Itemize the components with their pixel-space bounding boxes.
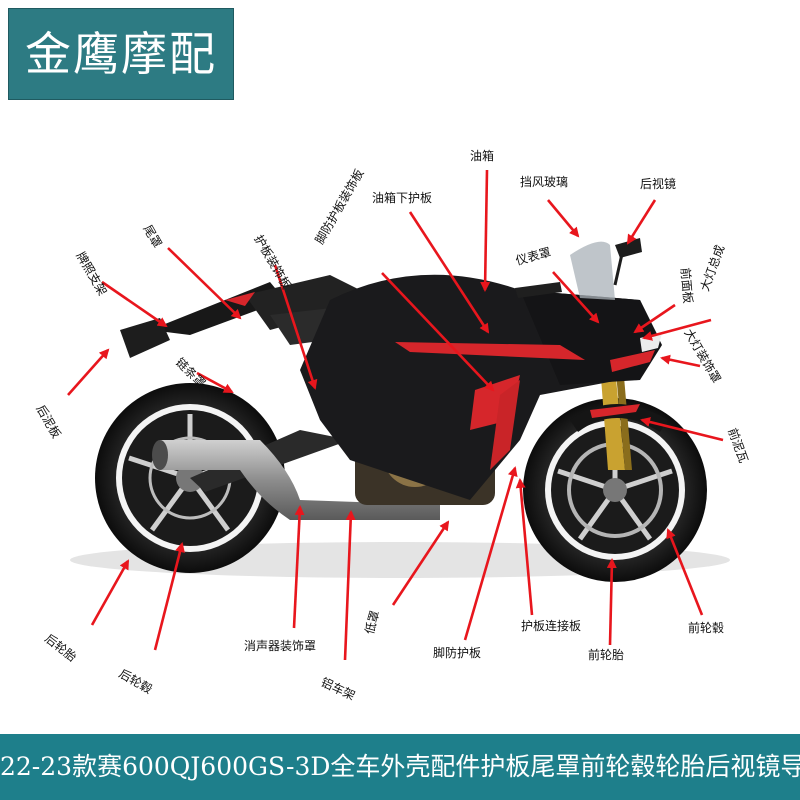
arrow-front-panel [633, 303, 676, 334]
label-windshield: 挡风玻璃 [520, 175, 568, 189]
arrow-tank-lower-panel [408, 211, 490, 334]
footer-banner: 22-23款赛600QJ600GS-3D全车外壳配件护板尾罩前轮毂轮胎后视镜导流… [0, 734, 800, 800]
arrow-dash-cover [552, 271, 600, 324]
label-panel-connector: 护板连接板 [521, 618, 581, 633]
label-headlight-assy: 大灯总成 [698, 243, 728, 293]
label-panel-trim: 护板装饰板 [251, 233, 293, 292]
label-front-panel: 前面板 [678, 267, 696, 304]
brand-title: 金鹰摩配 [25, 27, 217, 81]
arrow-front-hub [666, 528, 704, 616]
label-rear-tire: 后轮胎 [42, 631, 79, 664]
arrow-foot-guard [463, 466, 518, 641]
arrow-front-mudguard [640, 417, 724, 442]
callout-muffler-trim: 消声器装饰罩 [244, 505, 316, 653]
arrow-rear-mudguard [67, 348, 110, 396]
arrow-muffler-trim [292, 505, 305, 629]
label-muffler-trim: 消声器装饰罩 [244, 639, 316, 653]
label-front-tire: 前轮胎 [588, 647, 624, 662]
arrow-panel-connector [515, 478, 534, 616]
label-front-hub: 前轮毂 [688, 620, 724, 635]
callout-fuel-tank: 油箱 [470, 148, 494, 292]
label-headlight-trim: 大灯装饰罩 [681, 327, 723, 386]
arrow-tail-cover [167, 247, 242, 320]
arrow-rear-tire [90, 559, 130, 626]
arrow-fuel-tank [480, 169, 491, 292]
callout-headlight-trim: 大灯装饰罩 [660, 327, 724, 386]
label-foot-guard-trim: 脚防护板装饰板 [312, 166, 367, 246]
callout-tail-cover: 尾罩 [140, 223, 242, 320]
label-tank-lower-panel: 油箱下护板 [372, 190, 432, 205]
arrow-panel-trim [273, 264, 318, 390]
label-rear-mirror: 后视镜 [640, 176, 676, 191]
callout-front-hub: 前轮毂 [666, 528, 724, 635]
callout-rear-tire: 后轮胎 [42, 559, 130, 665]
callout-lower-cover: 低罩 [362, 520, 450, 636]
motorcycle-illustration [70, 238, 730, 582]
arrow-license-bracket [101, 280, 168, 328]
arrow-chain-guard [196, 371, 234, 394]
arrow-headlight-trim [660, 354, 701, 368]
label-front-mudguard: 前泥瓦 [725, 426, 751, 465]
callout-aluminum-frame: 铝车架 [319, 510, 358, 703]
brand-box: 金鹰摩配 [8, 8, 234, 100]
label-foot-guard: 脚防护板 [433, 645, 481, 660]
label-lower-cover: 低罩 [362, 609, 382, 636]
callout-tank-lower-panel: 油箱下护板 [372, 190, 490, 334]
arrow-rear-mirror [626, 199, 657, 245]
label-dash-cover: 仪表罩 [514, 245, 552, 268]
front-wheel [523, 398, 707, 582]
callout-foot-guard: 脚防护板 [433, 466, 518, 660]
arrow-headlight-assy [642, 318, 712, 341]
arrow-windshield [547, 199, 580, 238]
callout-windshield: 挡风玻璃 [520, 175, 580, 238]
footer-title: 22-23款赛600QJ600GS-3D全车外壳配件护板尾罩前轮毂轮胎后视镜导流… [0, 752, 800, 781]
label-tail-cover: 尾罩 [140, 223, 164, 251]
callout-license-bracket: 牌照支架 [73, 250, 168, 328]
arrow-front-tire [606, 558, 617, 646]
label-rear-mudguard: 后泥板 [33, 403, 63, 441]
callout-front-tire: 前轮胎 [588, 558, 624, 662]
callout-rear-mudguard: 后泥板 [33, 348, 110, 441]
label-aluminum-frame: 铝车架 [319, 674, 358, 703]
callout-front-panel: 前面板 [633, 267, 696, 334]
arrow-lower-cover [391, 520, 450, 606]
arrow-aluminum-frame [343, 510, 356, 661]
callout-panel-connector: 护板连接板 [515, 478, 581, 633]
label-rear-hub: 后轮毂 [117, 666, 155, 696]
label-fuel-tank: 油箱 [470, 148, 494, 163]
label-license-bracket: 牌照支架 [73, 250, 109, 299]
arrow-foot-guard-trim [381, 272, 495, 392]
callout-rear-mirror: 后视镜 [626, 176, 676, 245]
arrow-rear-hub [153, 542, 185, 651]
